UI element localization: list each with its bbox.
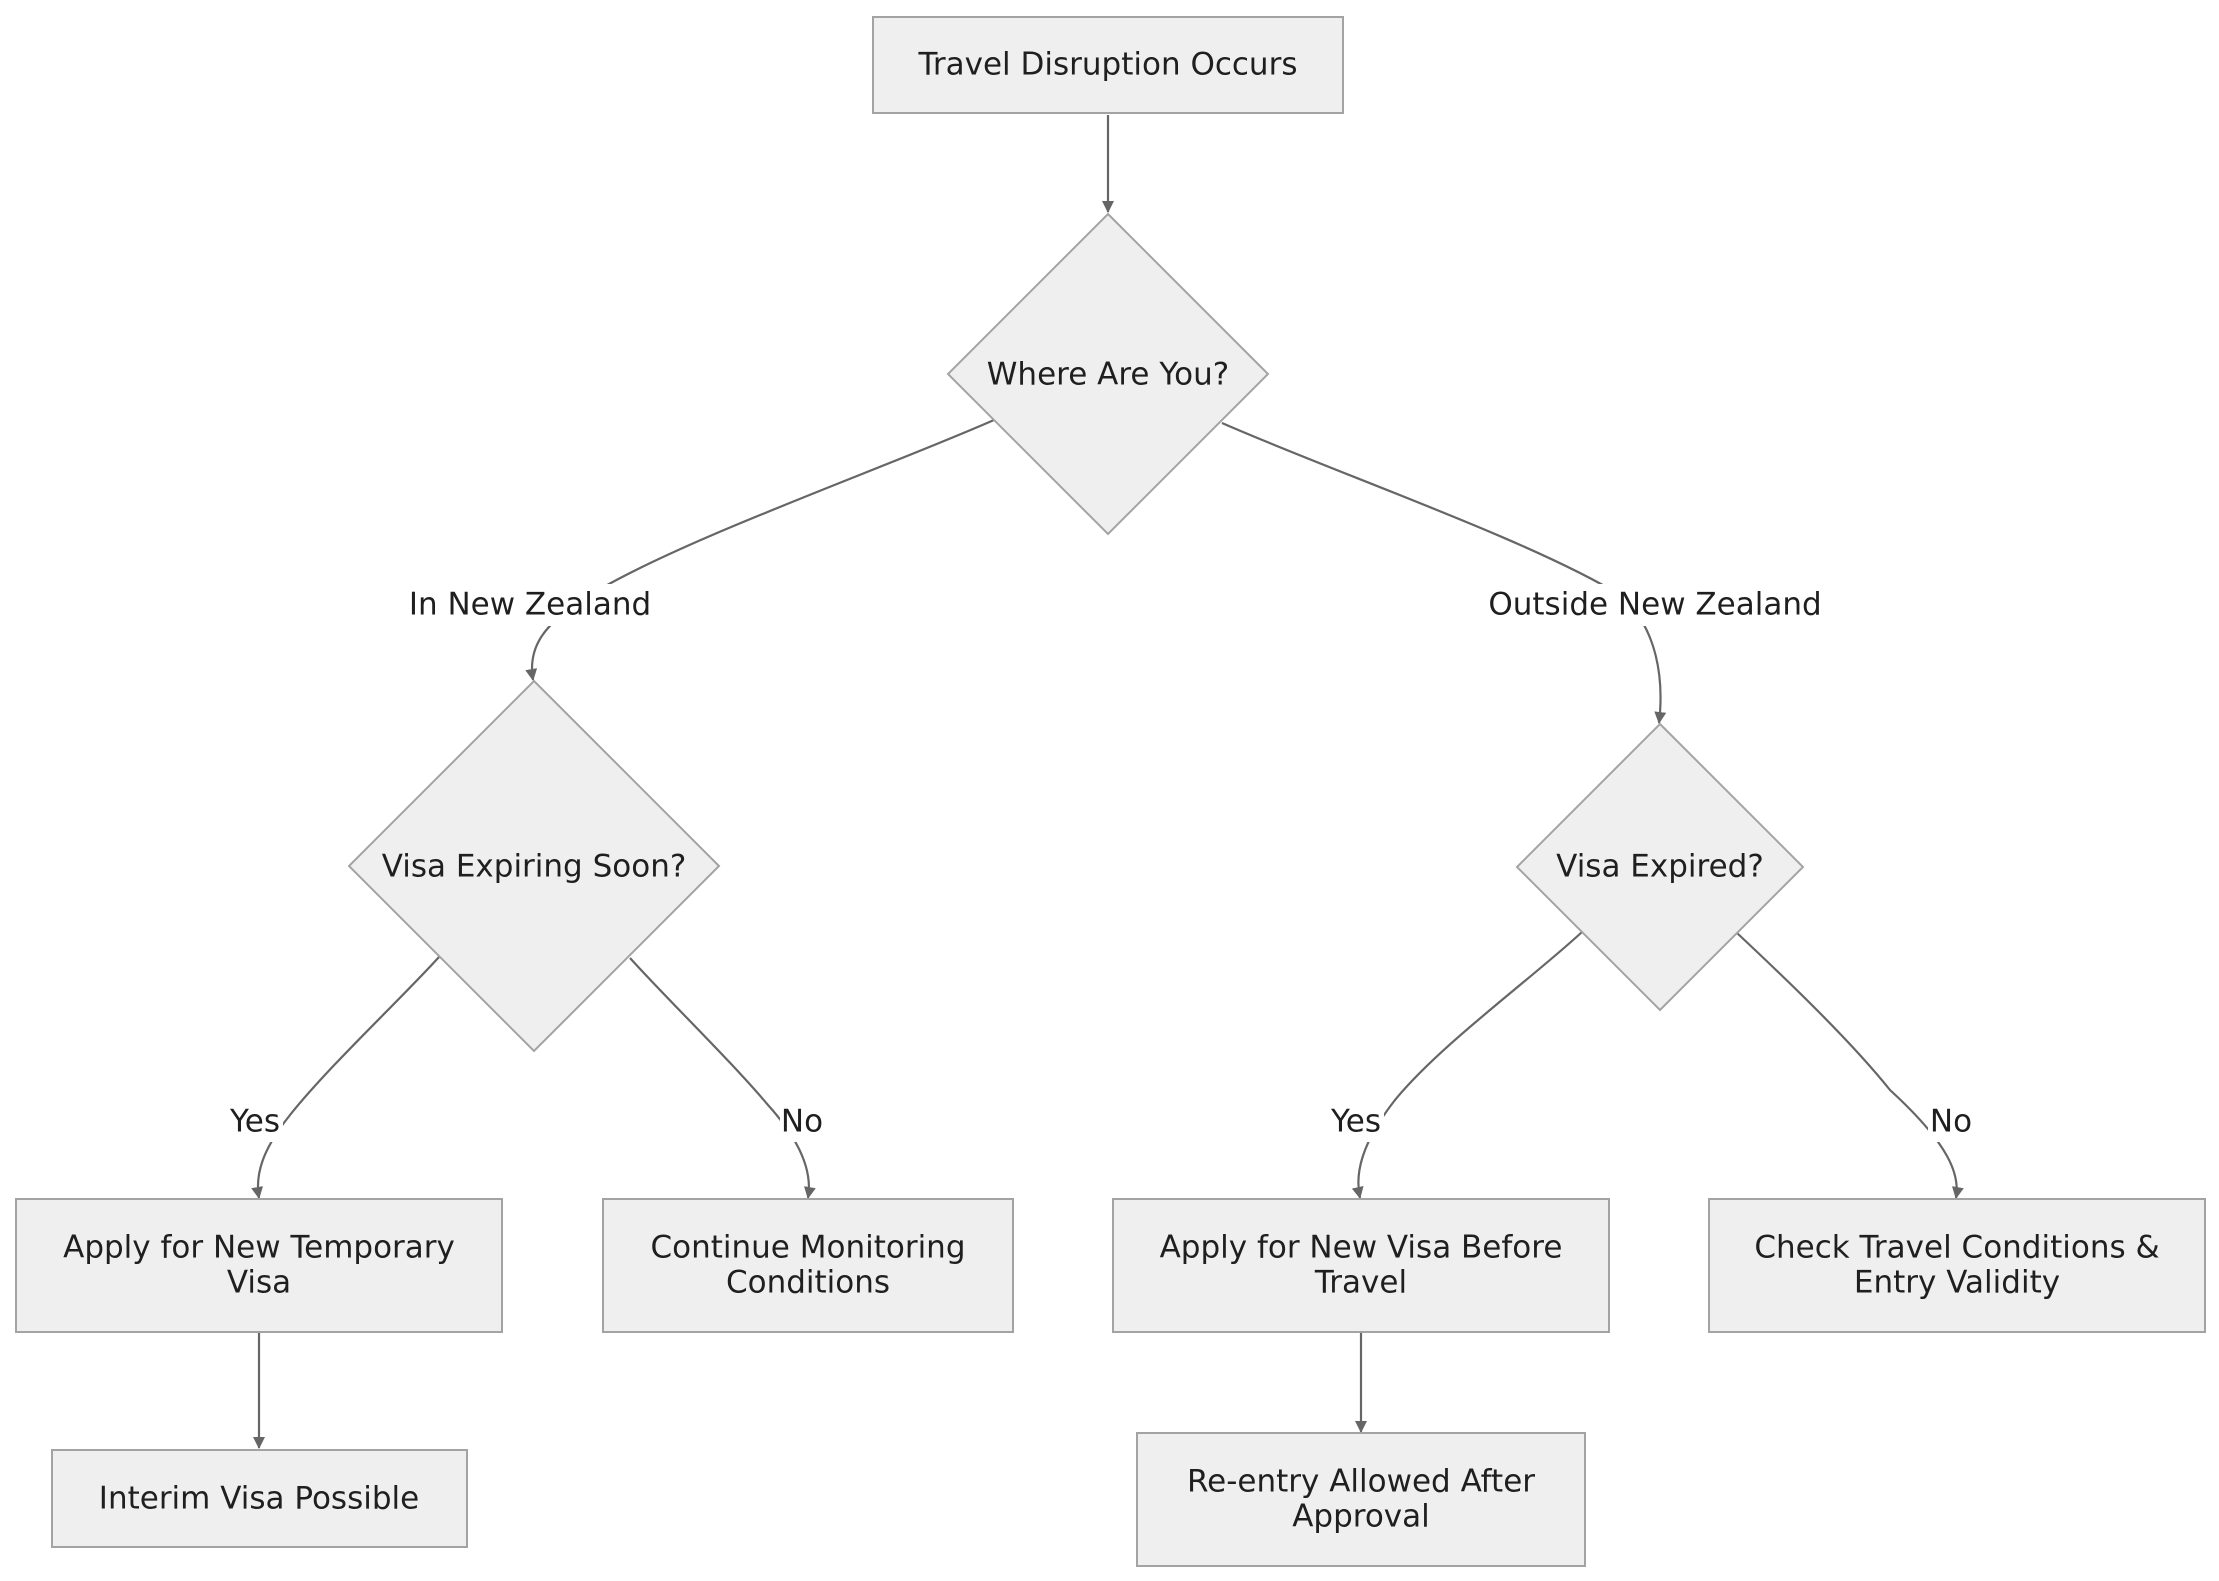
edge-label-outside-new-zealand: Outside New Zealand <box>1488 584 1822 626</box>
edge-label-in-new-zealand-text: In New Zealand <box>409 587 651 623</box>
node-check-travel-conditions-line1: Check Travel Conditions & <box>1754 1230 2159 1266</box>
node-apply-new-visa-before-travel: Apply for New Visa Before Travel <box>1112 1198 1610 1333</box>
edge-expiring-to-continue <box>629 957 816 1199</box>
node-continue-monitoring-conditions: Continue Monitoring Conditions <box>602 1198 1014 1333</box>
edge-label-yes-right: Yes <box>1328 1102 1384 1142</box>
node-apply-new-visa-before-travel-line2: Travel <box>1314 1265 1407 1301</box>
node-travel-disruption-occurs-text: Travel Disruption Occurs <box>918 47 1298 83</box>
node-travel-disruption-occurs: Travel Disruption Occurs <box>872 16 1344 114</box>
edge-label-yes-right-text: Yes <box>1330 1104 1381 1140</box>
edge-label-no-left: No <box>780 1102 824 1142</box>
decision-visa-expiring-soon: Visa Expiring Soon? <box>347 679 721 1053</box>
node-apply-new-visa-before-travel-line1: Apply for New Visa Before <box>1160 1230 1563 1266</box>
edge-label-no-left-text: No <box>781 1104 823 1140</box>
node-check-travel-conditions-line2: Entry Validity <box>1854 1265 2060 1301</box>
edge-expired-to-apply-new <box>1351 931 1583 1199</box>
node-check-travel-conditions: Check Travel Conditions & Entry Validity <box>1708 1198 2206 1333</box>
edge-expiring-to-apply-temp <box>251 956 440 1199</box>
node-reentry-allowed-after-approval-line2: Approval <box>1292 1499 1430 1535</box>
edge-label-no-right-text: No <box>1930 1104 1972 1140</box>
edge-labels: In New Zealand Outside New Zealand Yes N… <box>227 584 1974 1142</box>
edge-label-yes-left: Yes <box>227 1102 283 1142</box>
node-apply-new-temporary-visa-line2: Visa <box>227 1265 291 1301</box>
decision-visa-expired: Visa Expired? <box>1515 722 1805 1012</box>
decision-visa-expired-text: Visa Expired? <box>1556 849 1764 885</box>
edge-where-to-expired <box>1221 421 1667 724</box>
decision-where-are-you-text: Where Are You? <box>987 357 1229 393</box>
edge-label-in-new-zealand: In New Zealand <box>409 584 651 626</box>
node-interim-visa-possible: Interim Visa Possible <box>51 1449 468 1548</box>
decision-visa-expiring-soon-text: Visa Expiring Soon? <box>382 849 687 885</box>
edges <box>251 115 1964 1449</box>
edge-expired-to-check <box>1736 932 1964 1199</box>
decision-where-are-you: Where Are You? <box>946 212 1270 536</box>
edge-label-yes-left-text: Yes <box>229 1104 280 1140</box>
node-reentry-allowed-after-approval: Re-entry Allowed After Approval <box>1136 1432 1586 1567</box>
edge-where-to-expiring <box>525 418 995 681</box>
node-continue-monitoring-conditions-line1: Continue Monitoring <box>650 1230 965 1266</box>
node-reentry-allowed-after-approval-line1: Re-entry Allowed After <box>1187 1464 1535 1500</box>
node-apply-new-temporary-visa: Apply for New Temporary Visa <box>15 1198 503 1333</box>
nodes: Travel Disruption Occurs Where Are You? … <box>15 16 2206 1567</box>
edge-label-no-right: No <box>1928 1102 1974 1142</box>
node-interim-visa-possible-text: Interim Visa Possible <box>99 1481 419 1517</box>
node-apply-new-temporary-visa-line1: Apply for New Temporary <box>63 1230 455 1266</box>
edge-label-outside-new-zealand-text: Outside New Zealand <box>1488 587 1821 623</box>
node-continue-monitoring-conditions-line2: Conditions <box>726 1265 890 1301</box>
